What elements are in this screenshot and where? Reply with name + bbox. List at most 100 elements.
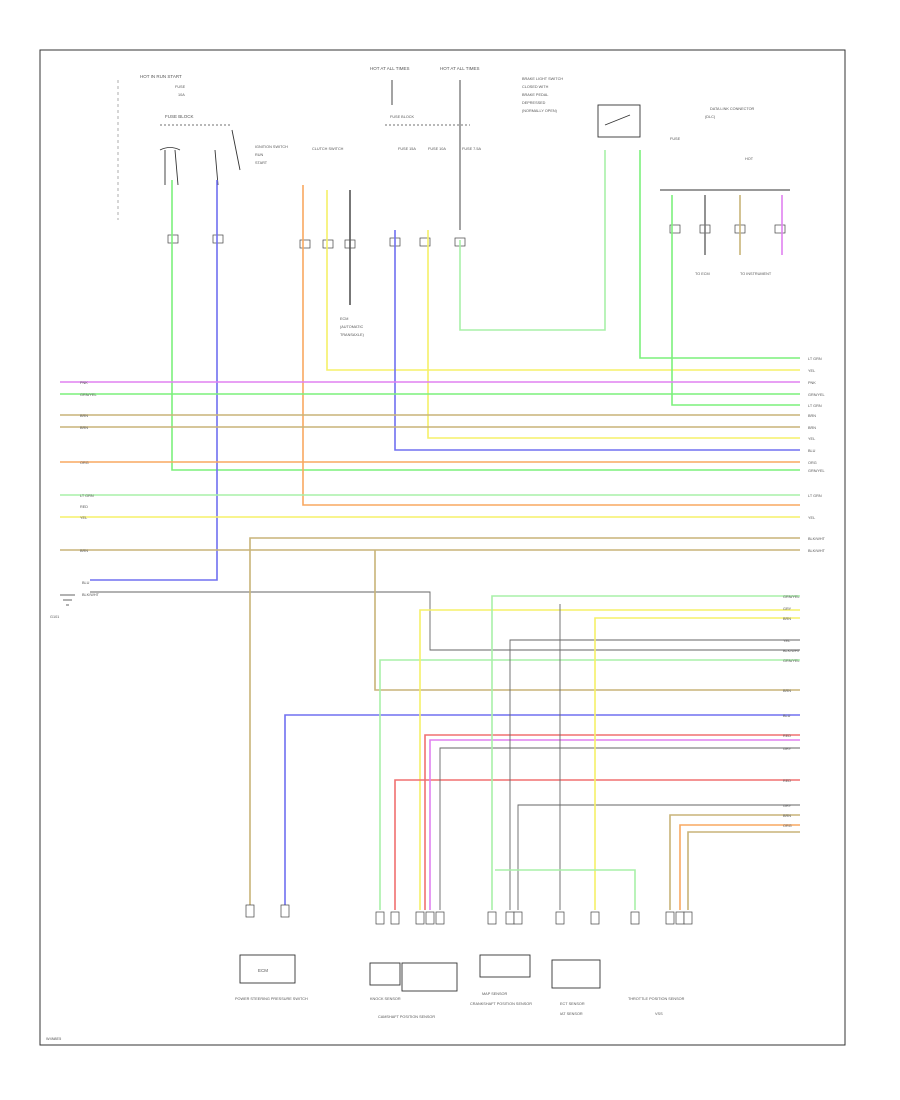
iat-sensor-label: IAT SENSOR bbox=[560, 1012, 583, 1016]
fuse-block-label-left: FUSE BLOCK bbox=[165, 114, 194, 119]
cmp-sensor-box bbox=[401, 962, 458, 992]
wire-fuse-blue bbox=[394, 230, 800, 451]
wire-tan-to-ecm bbox=[249, 537, 800, 910]
ecm-box bbox=[239, 954, 296, 984]
ecm-note-3: TRANSAXLE) bbox=[340, 333, 365, 337]
ect-sensor-label: ECT SENSOR bbox=[560, 1002, 585, 1006]
wire-lightgreen-knock bbox=[379, 659, 800, 910]
wire-ign-green-left bbox=[171, 180, 800, 471]
svg-text:YEL: YEL bbox=[80, 516, 87, 520]
brake-switch-sub4: (NORMALLY OPEN) bbox=[522, 109, 558, 113]
hot-at-all-times-1: HOT AT ALL TIMES bbox=[370, 66, 410, 71]
svg-text:ORG: ORG bbox=[808, 461, 817, 465]
dlc-sub: (DLC) bbox=[705, 115, 716, 119]
wire-clutch-orange bbox=[302, 185, 800, 506]
hot-at-all-times-2: HOT AT ALL TIMES bbox=[440, 66, 480, 71]
ignition-switch-sub2: START bbox=[255, 161, 268, 165]
svg-text:BRN: BRN bbox=[80, 549, 88, 553]
svg-text:BRN: BRN bbox=[80, 426, 88, 430]
svg-text:PNK: PNK bbox=[808, 381, 816, 385]
svg-text:YEL: YEL bbox=[808, 516, 815, 520]
clutch-switch-label: CLUTCH SWITCH bbox=[312, 147, 344, 151]
wire-fuse-lightgreen bbox=[459, 150, 606, 331]
svg-text:RED: RED bbox=[783, 779, 791, 783]
wire-yellow-knock bbox=[419, 609, 800, 910]
wire-lightgreen-map bbox=[491, 595, 800, 910]
ps-switch-label: POWER STEERING PRESSURE SWITCH bbox=[235, 997, 308, 1001]
svg-text:BRN: BRN bbox=[80, 414, 88, 418]
svg-text:LT GRN: LT GRN bbox=[808, 494, 822, 498]
brake-switch-contact bbox=[604, 114, 631, 126]
dlc-left-note: TO ECM bbox=[695, 272, 710, 276]
cmp-sensor-label: CAMSHAFT POSITION SENSOR bbox=[378, 1015, 435, 1019]
map-sensor-box bbox=[479, 954, 531, 978]
ecm-box-label: ECM bbox=[258, 968, 268, 973]
knock-sensor-label: KNOCK SENSOR bbox=[370, 997, 401, 1001]
svg-text:BLK/WHT: BLK/WHT bbox=[783, 649, 801, 653]
svg-text:YEL: YEL bbox=[783, 639, 790, 643]
fuse-amp-1: 10A bbox=[178, 93, 185, 97]
diagram-frame bbox=[39, 49, 846, 1046]
svg-text:BRN: BRN bbox=[783, 617, 791, 621]
svg-text:BRN: BRN bbox=[808, 414, 816, 418]
svg-text:RED: RED bbox=[783, 734, 791, 738]
wire-lightgreen-tps bbox=[495, 869, 636, 910]
wire-clutch-yellow bbox=[326, 190, 800, 371]
svg-text:G101: G101 bbox=[50, 615, 59, 619]
wire-yellow-ect bbox=[594, 617, 800, 910]
wire-tan-vss-2 bbox=[687, 831, 800, 910]
dlc-label: DATA LINK CONNECTOR bbox=[710, 107, 755, 111]
ecm-note: ECM bbox=[340, 317, 348, 321]
wire-tan-ckp bbox=[374, 550, 800, 691]
brake-switch-sub2: BRAKE PEDAL bbox=[522, 93, 548, 97]
svg-text:GRN/YEL: GRN/YEL bbox=[808, 393, 825, 397]
wire-red-ckp bbox=[394, 779, 800, 910]
fuse-amp-3: FUSE 10A bbox=[428, 147, 446, 151]
svg-text:BLU: BLU bbox=[82, 581, 90, 585]
fuse-amp-4: FUSE 7.5A bbox=[462, 147, 481, 151]
figure-code: W4N8E5 bbox=[46, 1037, 61, 1041]
dlc-hot: HOT bbox=[745, 157, 754, 161]
bottom-connectors bbox=[245, 904, 693, 925]
svg-text:BRN: BRN bbox=[783, 814, 791, 818]
wire-gray-cmp bbox=[439, 747, 800, 910]
svg-text:GRY: GRY bbox=[783, 607, 792, 611]
tps-label: THROTTLE POSITION SENSOR bbox=[628, 997, 685, 1001]
wire-fuse-yellow bbox=[427, 230, 800, 439]
wire-brake-green bbox=[639, 150, 800, 359]
ecm-note-2: (AUTOMATIC bbox=[340, 325, 364, 329]
wire-gray-iat bbox=[517, 804, 800, 910]
dlc-fuse: FUSE bbox=[670, 137, 681, 141]
lower-right-labels: GRN/YEL GRY BRN YEL BLK/WHT GRN/YEL BRN … bbox=[783, 595, 801, 828]
svg-text:BLK/WHT: BLK/WHT bbox=[82, 593, 100, 597]
wire-ign-blue bbox=[90, 180, 218, 581]
svg-text:GRN/YEL: GRN/YEL bbox=[80, 393, 97, 397]
fuse-label-1: FUSE bbox=[175, 85, 186, 89]
svg-text:BLU: BLU bbox=[808, 449, 816, 453]
svg-text:GRN/YEL: GRN/YEL bbox=[783, 659, 800, 663]
knock-sensor-box bbox=[369, 962, 401, 986]
left-wire-labels: PNK GRN/YEL BRN BRN ORG LT GRN RED YEL B… bbox=[80, 381, 97, 553]
right-wire-labels: LT GRN YEL PNK GRN/YEL LT GRN BRN BRN YE… bbox=[808, 357, 826, 553]
fuse-block-label-mid: FUSE BLOCK bbox=[390, 115, 415, 119]
svg-text:GRN/YEL: GRN/YEL bbox=[783, 595, 800, 599]
svg-text:BLU: BLU bbox=[783, 714, 791, 718]
wire-dlc-green bbox=[671, 195, 800, 406]
svg-text:BRN: BRN bbox=[808, 426, 816, 430]
dlc-right-note: TO INSTRUMENT bbox=[740, 272, 772, 276]
svg-text:GRY: GRY bbox=[783, 804, 792, 808]
wire-blue-ps bbox=[284, 714, 800, 910]
ect-sensor-box bbox=[551, 959, 601, 989]
svg-text:LT GRN: LT GRN bbox=[80, 494, 94, 498]
brake-switch-sub1: CLOSED WITH bbox=[522, 85, 549, 89]
ignition-switch-sub1: RUN bbox=[255, 153, 263, 157]
svg-text:LT GRN: LT GRN bbox=[808, 357, 822, 361]
svg-text:BRN: BRN bbox=[783, 689, 791, 693]
brake-switch-label: BRAKE LIGHT SWITCH bbox=[522, 77, 563, 81]
top-connector-row bbox=[167, 224, 786, 249]
hot-in-run-start-label: HOT IN RUN START bbox=[140, 74, 182, 79]
ignition-switch-arc bbox=[159, 147, 181, 151]
wire-gray-map bbox=[509, 639, 800, 910]
svg-text:ORG: ORG bbox=[80, 461, 89, 465]
wire-ground-gray bbox=[90, 591, 800, 651]
